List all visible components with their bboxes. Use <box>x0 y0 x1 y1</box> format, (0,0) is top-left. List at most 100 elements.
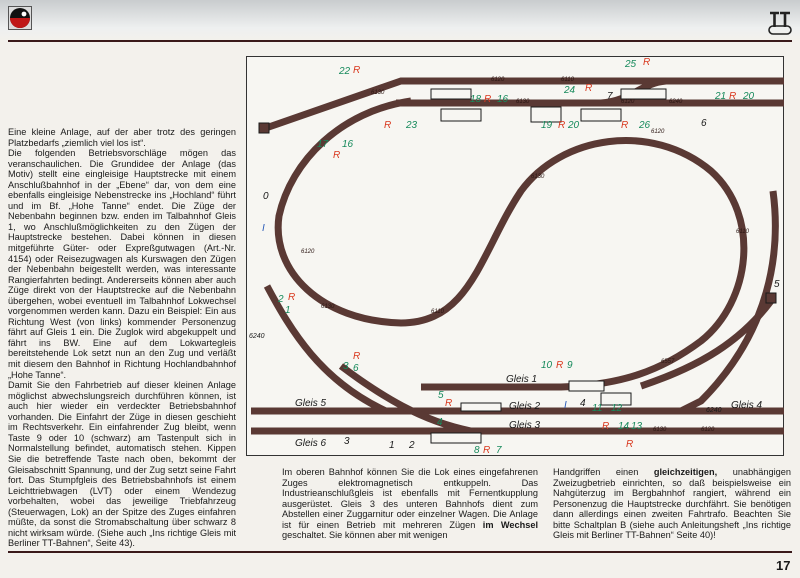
track-piece-label: 6120 <box>301 249 315 255</box>
diagram-label: 0 <box>263 191 269 202</box>
tt-logo <box>767 9 793 35</box>
diagram-label: 24 <box>563 85 576 96</box>
bold-text: im Wechsel <box>482 519 538 530</box>
track-piece-label: 6130 <box>531 174 545 180</box>
track-piece-label: 6130 <box>516 99 530 105</box>
diagram-label: 22 <box>338 66 351 77</box>
diagram-label: 16 <box>497 94 509 105</box>
diagram-label: R <box>626 439 633 450</box>
track-piece-label: 6110 <box>431 309 445 315</box>
diagram-label: 7 <box>607 91 613 102</box>
left-text-column: Eine kleine Anlage, auf der aber trotz d… <box>8 127 236 549</box>
diagram-label: R <box>384 120 391 131</box>
diagram-label: 21 <box>714 91 726 102</box>
diagram-label: 23 <box>405 120 418 131</box>
diagram-label: 11 <box>592 403 602 414</box>
diagram-label: R <box>353 351 360 362</box>
track-piece-label: 6130 <box>321 304 335 310</box>
diagram-label: R <box>484 94 491 105</box>
text: unabhängigen Zweizugbetrieb einrichten, … <box>553 467 791 541</box>
diagram-label: 2 <box>277 294 284 305</box>
diagram-label: R <box>558 120 565 131</box>
text: geschaltet. Sie können aber mit wenigen <box>282 530 448 541</box>
bold-text: gleichzeitigen, <box>653 467 718 477</box>
track-piece-label: 6130 <box>371 90 385 96</box>
diagram-label: R <box>643 57 650 68</box>
diagram-label: 1 <box>285 305 291 316</box>
footer-rule <box>8 551 792 553</box>
diagram-label: 7 <box>496 445 502 456</box>
track-piece-label: 6120 <box>651 129 665 135</box>
diagram-label: 19 <box>541 120 553 131</box>
diagram-label: I <box>262 223 265 234</box>
diagram-label: 10 <box>541 360 553 371</box>
track-piece-label: 6557 <box>661 359 675 365</box>
header-rule <box>8 40 792 42</box>
diagram-label: 20 <box>742 91 755 102</box>
diagram-label: 17 <box>317 139 329 150</box>
diagram-label: 2 <box>408 440 415 451</box>
label-gleis-3: Gleis 3 <box>509 420 541 431</box>
diagram-label: R <box>556 360 563 371</box>
paragraph: Damit Sie den Fahrbetrieb auf dieser kle… <box>8 380 236 549</box>
diagram-label: 18 <box>470 94 482 105</box>
diagram-label: 5 <box>438 390 444 401</box>
paragraph: Die folgenden Betriebsvorschläge mögen d… <box>8 148 236 380</box>
diagram-label: 1 <box>389 440 395 451</box>
diagram-label: R <box>353 65 360 76</box>
text: Im oberen Bahnhof können Sie die Lok ein… <box>282 467 538 530</box>
track-left-spur <box>263 284 388 415</box>
diagram-label: 6 <box>701 118 707 129</box>
track-piece-label: 6120 <box>491 77 505 83</box>
diagram-label: 14 <box>618 421 630 432</box>
diagram-label: R <box>483 445 490 456</box>
diagram-label: 5 <box>774 279 780 290</box>
right-text-column: Handgriffen einen gleichzeitigen, unabhä… <box>553 467 791 541</box>
label-gleis-5: Gleis 5 <box>295 398 327 409</box>
track-piece-label: 6240 <box>669 99 683 105</box>
diagram-label: 9 <box>567 360 573 371</box>
track-main-loop <box>274 97 748 391</box>
track-piece-label: 6120 <box>701 427 715 433</box>
diagram-label: R <box>602 421 609 432</box>
label-gleis-2: Gleis 2 <box>509 401 541 412</box>
label-gleis-4: Gleis 4 <box>731 400 763 411</box>
track-piece-label: 6130 <box>653 427 667 433</box>
diagram-label: 4 <box>437 417 443 428</box>
track-piece-label: 6110 <box>736 229 750 235</box>
diagram-label: 12 <box>611 403 623 414</box>
diagram-label: R <box>445 398 452 409</box>
track-bw-spur <box>639 298 774 390</box>
middle-text-column: Im oberen Bahnhof können Sie die Lok ein… <box>282 467 538 541</box>
diagram-label: R <box>729 91 736 102</box>
track-piece-label: 6110 <box>561 77 575 83</box>
paragraph: Eine kleine Anlage, auf der aber trotz d… <box>8 127 236 148</box>
diagram-label: 8 <box>474 445 480 456</box>
diagram-label: 3 <box>343 361 349 372</box>
label-gleis-1: Gleis 1 <box>506 374 537 385</box>
diagram-label: 6240 <box>706 407 722 414</box>
diagram-label: I <box>564 400 567 411</box>
diagram-label: 26 <box>638 120 651 131</box>
diagram-label: R <box>585 83 592 94</box>
brand-logo-left <box>8 6 32 30</box>
track-piece-label: 6120 <box>621 99 635 105</box>
page-header <box>0 0 800 40</box>
diagram-label: 3 <box>344 436 350 447</box>
diagram-label: R <box>288 292 295 303</box>
diagram-label: 4 <box>580 398 586 409</box>
diagram-label: R <box>333 150 340 161</box>
diagram-label: 6 <box>353 363 359 374</box>
diagram-label: 20 <box>567 120 580 131</box>
track-right-spur <box>679 190 779 415</box>
page-number: 17 <box>776 558 791 573</box>
text: Handgriffen einen <box>553 467 654 477</box>
diagram-label: 13 <box>631 421 643 432</box>
diagram-label: 16 <box>342 139 354 150</box>
track-switch-lower <box>338 363 472 435</box>
diagram-label: R <box>621 120 628 131</box>
diagram-label: 6240 <box>249 333 265 340</box>
label-gleis-6: Gleis 6 <box>295 438 327 449</box>
diagram-label: 25 <box>624 59 637 70</box>
